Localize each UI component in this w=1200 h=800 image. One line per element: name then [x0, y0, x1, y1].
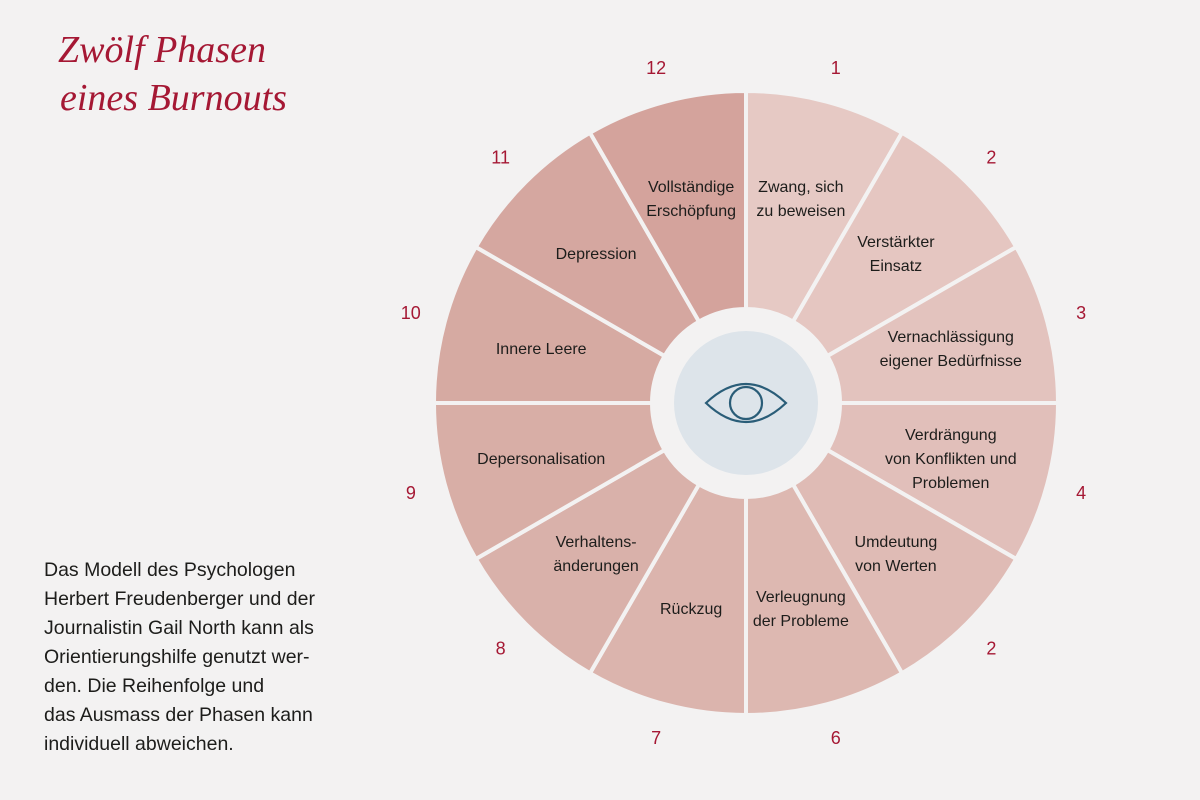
description-line: den. Die Reihenfolge und	[44, 675, 265, 697]
phase-number-6: 6	[831, 728, 841, 748]
phase-label-line: von Werten	[855, 558, 937, 575]
phase-label-line: Umdeutung	[855, 534, 938, 551]
description-line: Herbert Freudenberger und der	[44, 588, 315, 610]
phase-label-10: Innere Leere	[496, 341, 587, 358]
phase-label-line: Verhaltens-	[556, 534, 637, 551]
phase-label-line: Problemen	[912, 475, 989, 492]
phase-number-8: 8	[496, 638, 506, 658]
phase-label-line: zu beweisen	[756, 203, 845, 220]
phase-label-line: Innere Leere	[496, 341, 587, 358]
phase-label-line: änderungen	[553, 558, 638, 575]
phase-label-line: der Probleme	[753, 613, 849, 630]
phase-label-line: Rückzug	[660, 601, 722, 618]
phase-label-line: Einsatz	[870, 258, 922, 275]
description-text: Das Modell des Psychologen Herbert Freud…	[44, 556, 374, 759]
phase-label-line: Verstärkter	[857, 234, 935, 251]
phase-label-line: von Konflikten und	[885, 451, 1017, 468]
phase-number-3: 3	[1076, 303, 1086, 323]
phase-label-8: Verhaltens-änderungen	[553, 534, 638, 575]
phase-number-9: 9	[406, 483, 416, 503]
title-line-2: eines Burnouts	[60, 77, 287, 119]
page-title: Zwölf Phasen eines Burnouts	[58, 26, 287, 122]
phase-label-7: Rückzug	[660, 601, 722, 618]
phase-number-5: 2	[986, 638, 996, 658]
phase-label-line: Verdrängung	[905, 427, 997, 444]
phase-number-11: 11	[491, 148, 510, 168]
hub-disc	[674, 331, 818, 475]
phase-label-line: Erschöpfung	[646, 203, 736, 220]
phase-label-11: Depression	[556, 246, 637, 263]
description-line: Orientierungshilfe genutzt wer-	[44, 646, 310, 668]
phase-label-1: Zwang, sich zu beweisen	[756, 179, 845, 220]
phase-number-7: 7	[651, 728, 661, 748]
phase-label-line: Vollständige	[648, 179, 734, 196]
description-line: individuell abweichen.	[44, 733, 234, 755]
phase-label-line: Verleugnung	[756, 589, 846, 606]
phase-number-1: 1	[831, 58, 841, 78]
phase-segments	[431, 88, 1061, 718]
phase-number-12: 12	[646, 58, 666, 78]
title-line-1: Zwölf Phasen	[58, 29, 266, 71]
phase-label-6: Verleugnung der Probleme	[753, 589, 849, 630]
phase-number-2: 2	[986, 148, 996, 168]
phase-label-9: Depersonalisation	[477, 451, 605, 468]
phase-label-line: Depression	[556, 246, 637, 263]
phase-label-line: Zwang, sich	[758, 179, 843, 196]
phase-label-line: Vernachlässigung	[888, 329, 1014, 346]
description-line: Journalistin Gail North kann als	[44, 617, 314, 639]
eye-icon	[704, 383, 788, 423]
phase-label-line: eigener Bedürfnisse	[880, 353, 1022, 370]
description-line: Das Modell des Psychologen	[44, 559, 296, 581]
phase-number-10: 10	[401, 303, 421, 323]
description-line: das Ausmass der Phasen kann	[44, 704, 313, 726]
phase-number-4: 4	[1076, 483, 1086, 503]
center-hub	[652, 309, 840, 497]
phase-label-3: Vernachlässigung eigener Bedürfnisse	[880, 329, 1022, 370]
phase-label-5: Umdeutung von Werten	[855, 534, 938, 575]
phase-label-line: Depersonalisation	[477, 451, 605, 468]
